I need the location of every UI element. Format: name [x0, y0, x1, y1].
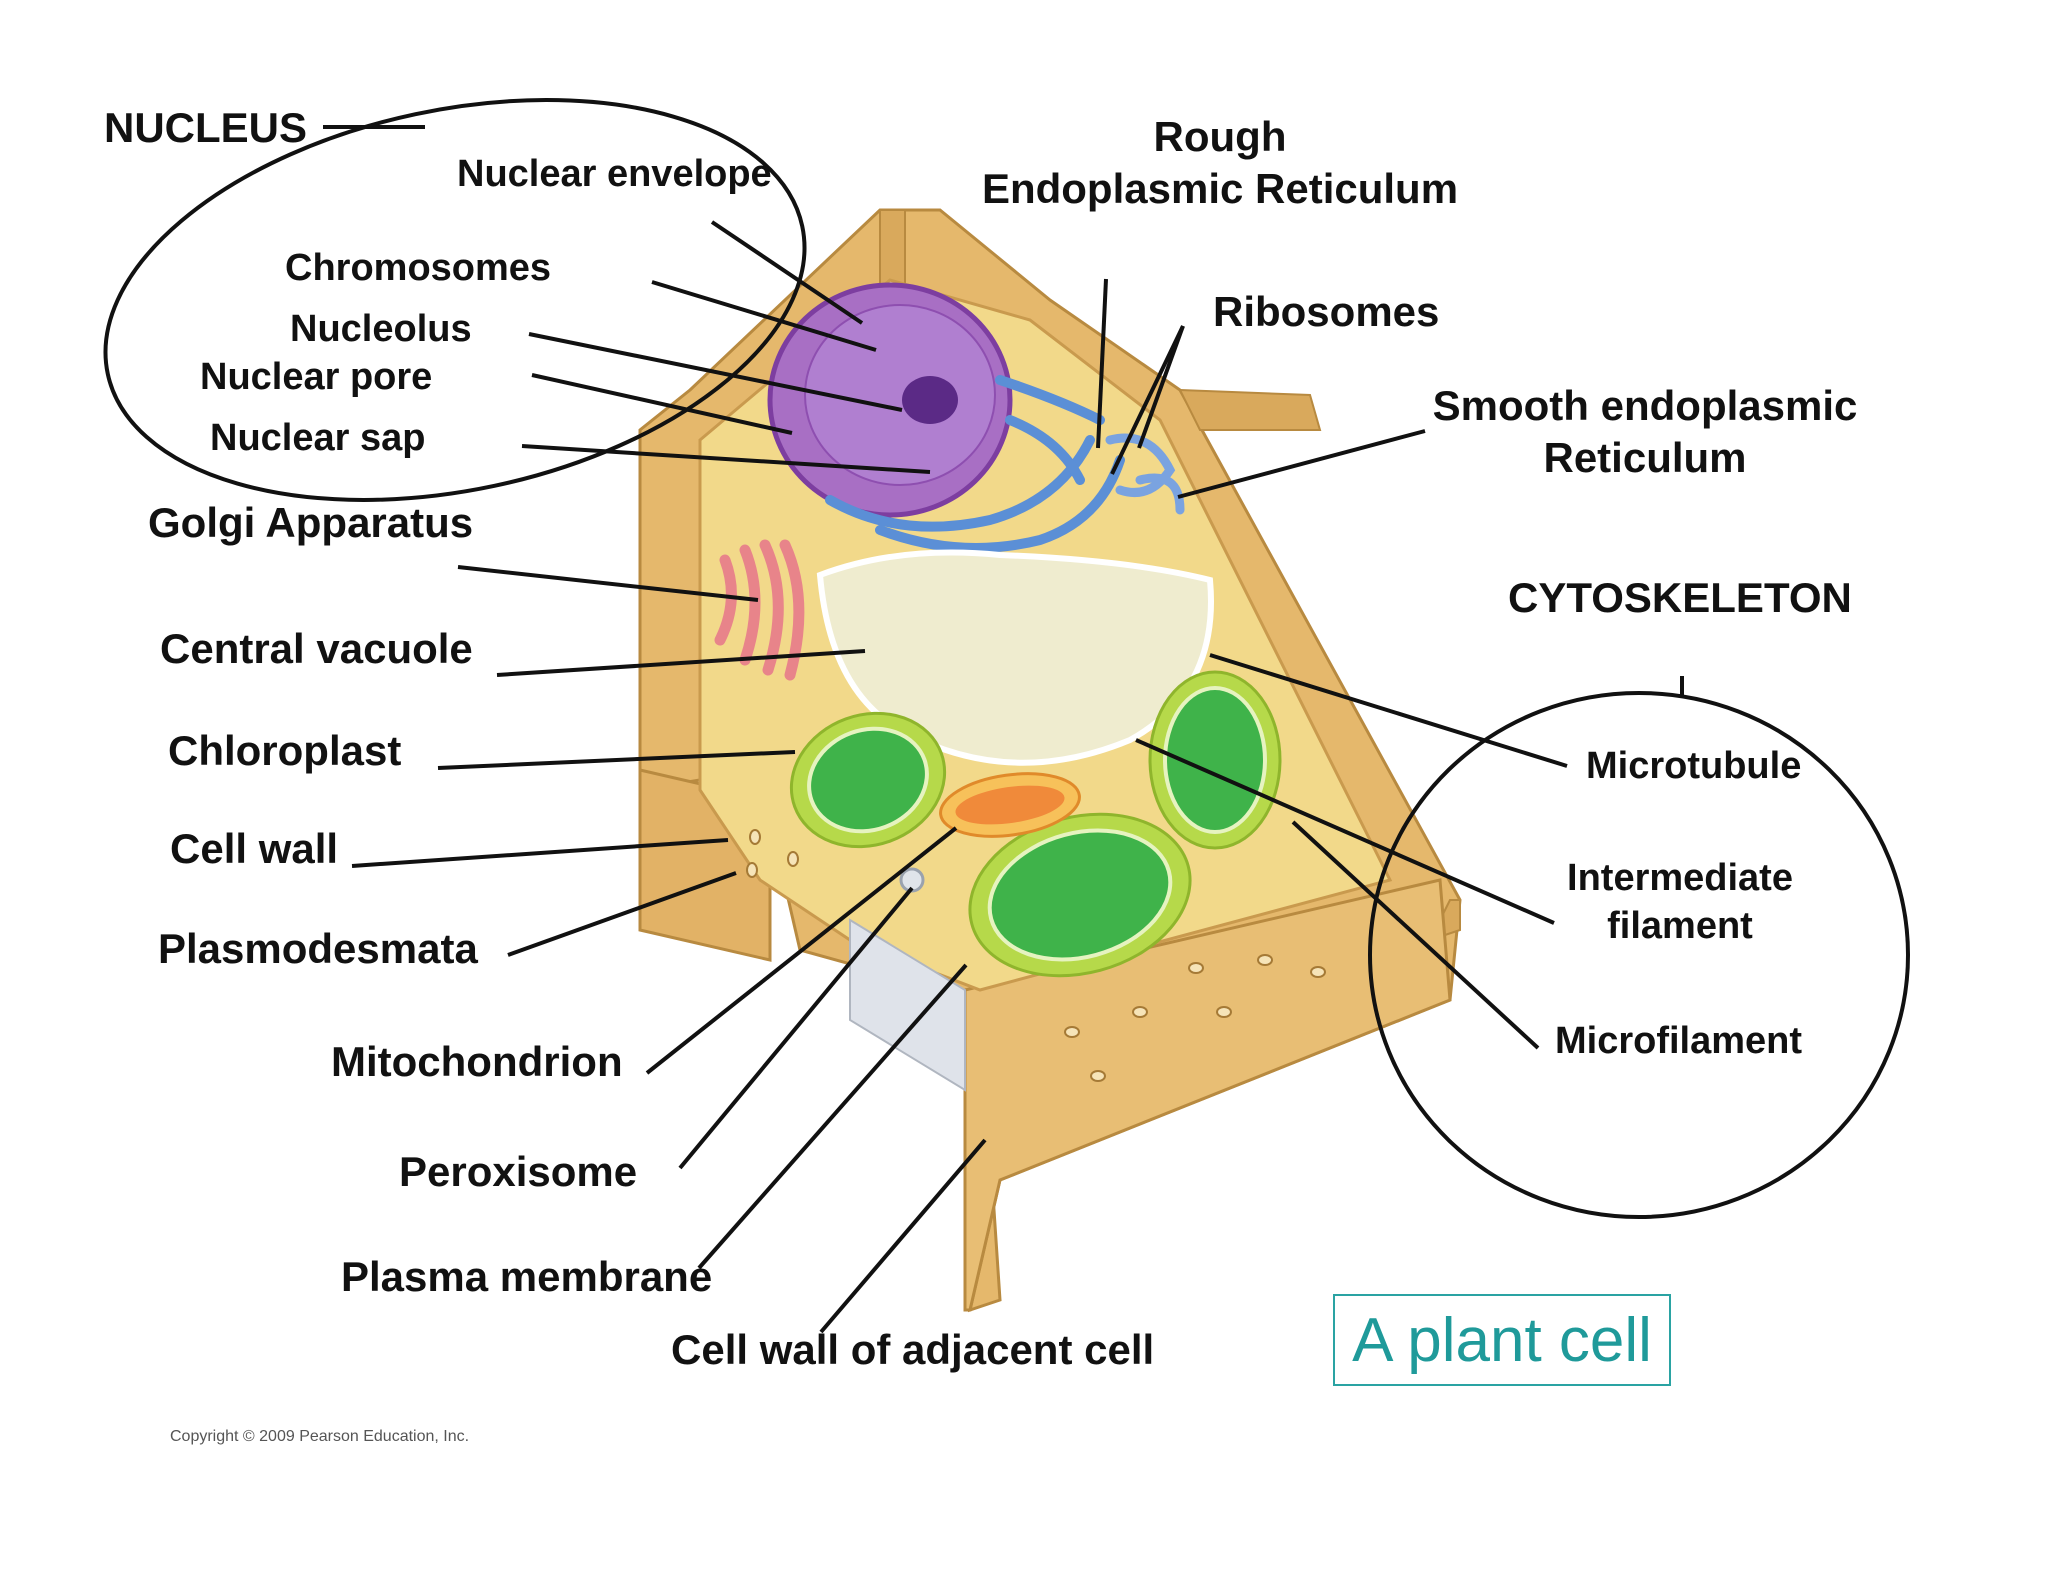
plasmodesmata-holes — [746, 829, 1326, 1082]
chloroplasts — [789, 670, 1282, 978]
smooth-er-label-line1: Smooth endoplasmic — [1432, 382, 1858, 429]
mitochondrion-organelle — [939, 772, 1081, 838]
nucleus-heading: NUCLEUS — [104, 104, 308, 151]
ribosomes-label: Ribosomes — [1213, 288, 1440, 335]
chromosomes-label: Chromosomes — [285, 247, 552, 289]
smooth-er-label-line2: Reticulum — [1543, 434, 1747, 482]
leader-lines — [323, 125, 1684, 1334]
microfilament-label: Microfilament — [1555, 1020, 1803, 1062]
intermediate-filament-label: Intermediate filament — [1530, 857, 1830, 948]
copyright-notice: Copyright © 2009 Pearson Education, Inc. — [170, 1428, 470, 1445]
peroxisome-label: Peroxisome — [399, 1148, 638, 1195]
microtubule-label: Microtubule — [1586, 745, 1802, 787]
mitochondrion-label: Mitochondrion — [331, 1038, 623, 1085]
nucleus-group-ellipse — [103, 98, 807, 502]
intermediate-filament-line2: filament — [1607, 904, 1753, 947]
rough-er-label: Rough Endoplasmic Reticulum — [960, 113, 1480, 214]
cell-wall-adjacent-label: Cell wall of adjacent cell — [671, 1326, 1155, 1373]
intermediate-filament-line1: Intermediate — [1567, 857, 1793, 899]
plasma-membrane-label: Plasma membrane — [341, 1253, 713, 1300]
peroxisome-organelle — [899, 867, 925, 893]
rough-er — [825, 375, 1125, 553]
rough-er-label-line1: Rough — [1153, 113, 1287, 160]
cytoskeleton-group-ellipse — [1368, 691, 1910, 1219]
chloroplast-label: Chloroplast — [168, 727, 402, 774]
golgi-apparatus — [714, 539, 805, 681]
nuclear-pore-label: Nuclear pore — [200, 356, 433, 398]
cytoskeleton-heading: CYTOSKELETON — [1508, 574, 1852, 621]
title-box: A plant cell — [1333, 1294, 1671, 1386]
nucleolus-label: Nucleolus — [290, 308, 472, 350]
central-vacuole-label: Central vacuole — [160, 625, 473, 672]
nuclear-envelope-label: Nuclear envelope — [457, 153, 772, 195]
cell-wall-label: Cell wall — [170, 825, 339, 872]
smooth-er-label: Smooth endoplasmic Reticulum — [1410, 382, 1880, 483]
plasmodesmata-label: Plasmodesmata — [158, 925, 478, 972]
golgi-label: Golgi Apparatus — [148, 499, 474, 546]
nuclear-sap-label: Nuclear sap — [210, 417, 426, 459]
rough-er-label-line2: Endoplasmic Reticulum — [981, 165, 1459, 213]
diagram-title: A plant cell — [1352, 1305, 1652, 1375]
nucleus-organelle — [767, 282, 1013, 518]
